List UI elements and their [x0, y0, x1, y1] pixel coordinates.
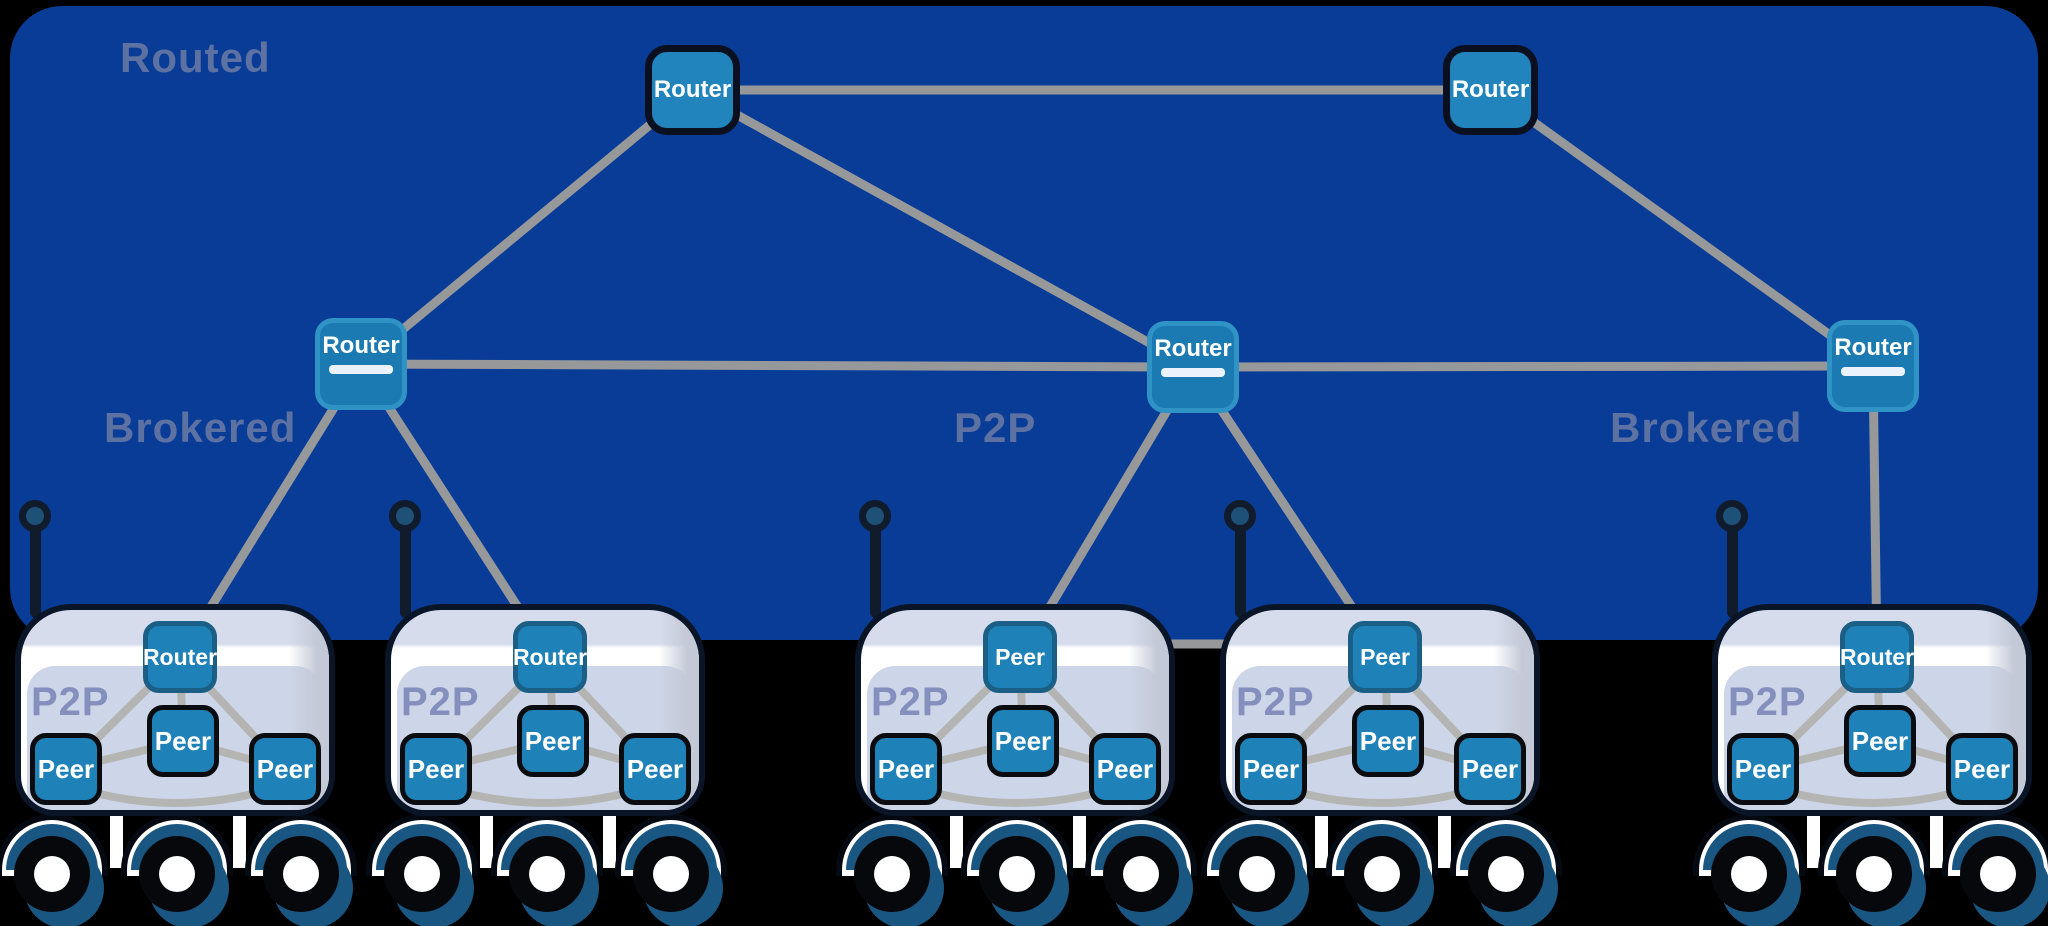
wheel	[0, 814, 112, 926]
rover-2-right-peer: Peer	[619, 733, 691, 805]
wheel	[362, 814, 482, 926]
rover-2-left-peer: Peer	[400, 733, 472, 805]
antenna-stem	[1727, 516, 1738, 618]
router-top-left: Router	[645, 45, 740, 135]
antenna-ball-icon	[1716, 500, 1748, 532]
wheel	[957, 814, 1077, 926]
antenna-ball-icon	[389, 500, 421, 532]
rover-4-left-peer: Peer	[1235, 733, 1307, 805]
edge-midcenter-midright	[1188, 361, 1878, 372]
rover-5: P2P Router Peer Peer Peer	[1693, 500, 2048, 926]
body-skirt	[1073, 812, 1086, 868]
wheel	[241, 814, 361, 926]
body-skirt	[110, 812, 123, 868]
body-skirt	[480, 812, 493, 868]
router-underline	[329, 365, 393, 374]
wheel	[487, 814, 607, 926]
wheel	[1446, 814, 1566, 926]
router-underline	[1161, 368, 1225, 377]
rover-1-left-peer: Peer	[30, 733, 102, 805]
wheel	[1197, 814, 1317, 926]
router-mid-right: Router	[1827, 320, 1919, 412]
rover-3-left-peer: Peer	[870, 733, 942, 805]
rover-5-left-peer: Peer	[1727, 733, 1799, 805]
rover-3-top-node: Peer	[983, 621, 1057, 693]
wheel	[1689, 814, 1809, 926]
router-label: Router	[653, 76, 732, 103]
router-mid-left: Router	[315, 318, 407, 410]
router-underline	[1841, 367, 1905, 376]
wheel	[117, 814, 237, 926]
antenna-ball-icon	[1224, 500, 1256, 532]
antenna-stem	[30, 516, 41, 618]
rover-1-top-node: Router	[143, 621, 217, 693]
rover-p2p-label: P2P	[31, 680, 110, 724]
rover-2-center-peer: Peer	[517, 705, 589, 777]
edge-topright-midright	[1484, 85, 1878, 371]
router-top-right: Router	[1443, 45, 1538, 135]
rover-p2p-label: P2P	[1236, 680, 1315, 724]
rover-1: P2P Router Peer Peer Peer	[0, 500, 357, 926]
body-skirt	[950, 812, 963, 868]
wheel	[1938, 814, 2048, 926]
body-skirt	[603, 812, 616, 868]
rover-p2p-label: P2P	[871, 680, 950, 724]
rover-4-top-node: Peer	[1348, 621, 1422, 693]
antenna-stem	[870, 516, 881, 618]
rover-5-center-peer: Peer	[1844, 705, 1916, 777]
wheel	[1814, 814, 1934, 926]
zone-label-brokered-right: Brokered	[1610, 404, 1803, 451]
router-label: Router	[1154, 335, 1232, 362]
rover-p2p-label: P2P	[401, 680, 480, 724]
wheel	[1322, 814, 1442, 926]
edge-midleft-midcenter	[356, 359, 1198, 372]
body-skirt	[1438, 812, 1451, 868]
router-label: Router	[1451, 76, 1530, 103]
rover-4-center-peer: Peer	[1352, 705, 1424, 777]
wheel	[1081, 814, 1201, 926]
rover-5-top-node: Router	[1840, 621, 1914, 693]
edge-topleft-midcenter	[687, 85, 1198, 372]
body-skirt	[1930, 812, 1943, 868]
antenna-stem	[1235, 516, 1246, 618]
rover-4: P2P Peer Peer Peer Peer	[1201, 500, 1562, 926]
rover-4-right-peer: Peer	[1454, 733, 1526, 805]
rover-1-center-peer: Peer	[147, 705, 219, 777]
router-mid-center: Router	[1147, 321, 1239, 413]
rover-5-right-peer: Peer	[1946, 733, 2018, 805]
rover-1-right-peer: Peer	[249, 733, 321, 805]
rover-3: P2P Peer Peer Peer Peer	[836, 500, 1197, 926]
antenna-ball-icon	[19, 500, 51, 532]
body-skirt	[1807, 812, 1820, 868]
rover-3-center-peer: Peer	[987, 705, 1059, 777]
body-skirt	[1315, 812, 1328, 868]
edge-topleft-midleft	[356, 85, 697, 369]
body-skirt	[233, 812, 246, 868]
wheel	[611, 814, 731, 926]
wheel	[832, 814, 952, 926]
antenna-ball-icon	[859, 500, 891, 532]
zone-label-routed: Routed	[120, 34, 271, 81]
rover-2: P2P Router Peer Peer Peer	[366, 500, 727, 926]
zone-label-brokered-left: Brokered	[104, 404, 297, 451]
antenna-stem	[400, 516, 411, 618]
router-label: Router	[322, 332, 400, 359]
router-label: Router	[1834, 334, 1912, 361]
rover-3-right-peer: Peer	[1089, 733, 1161, 805]
zone-label-p2p: P2P	[954, 404, 1037, 451]
rover-p2p-label: P2P	[1728, 680, 1807, 724]
rover-2-top-node: Router	[513, 621, 587, 693]
